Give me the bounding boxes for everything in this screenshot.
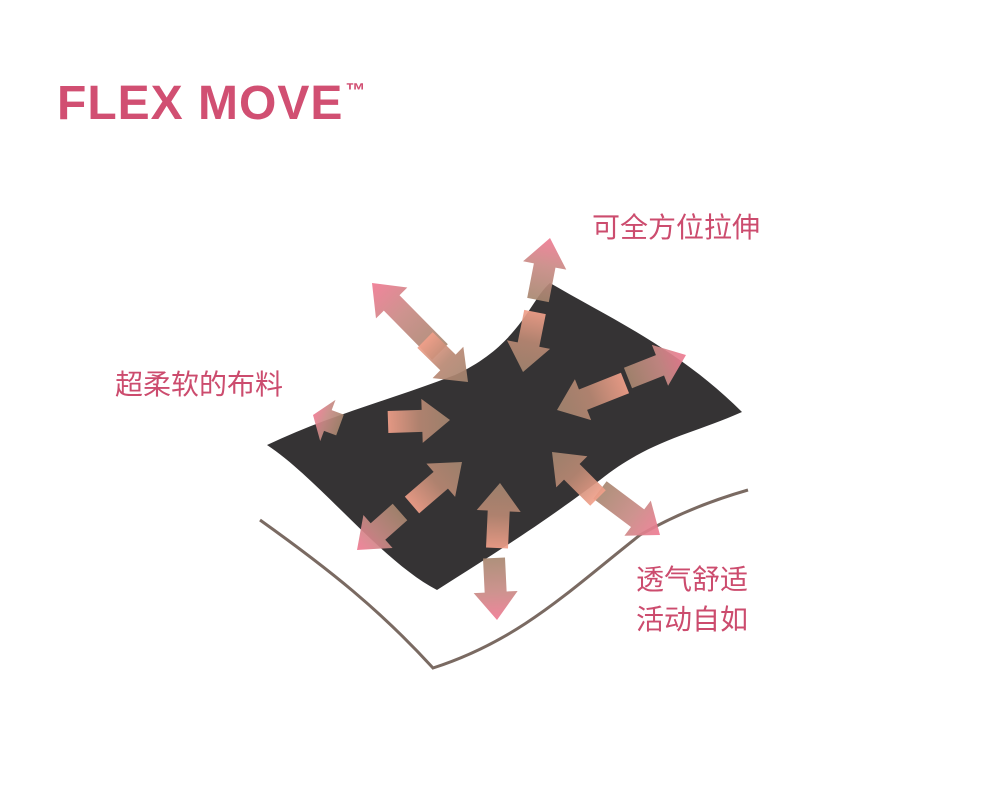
- stretch-arrows: [312, 238, 686, 620]
- label-breathable: 透气舒适 活动自如: [636, 560, 748, 640]
- arrow-out-down-left: [356, 503, 408, 551]
- arrow-out-down: [473, 557, 518, 620]
- base-layer-line: [259, 488, 749, 670]
- arrow-in-from-lower-left: [404, 462, 462, 514]
- arrow-in-from-top: [506, 309, 551, 372]
- arrow-out-right: [623, 344, 686, 389]
- trademark-symbol: ™: [345, 80, 367, 102]
- label-stretch: 可全方位拉伸: [592, 211, 761, 244]
- label-breathable-line2: 活动自如: [636, 603, 749, 636]
- arrow-out-left: [312, 399, 344, 442]
- arrow-in-from-left: [387, 398, 450, 443]
- arrow-in-from-lower-right: [552, 452, 606, 506]
- arrow-out-up: [523, 238, 567, 303]
- arrow-in-from-right: [556, 372, 630, 421]
- arrow-out-down-right: [593, 481, 661, 536]
- brand-name: FLEX MOVE: [57, 77, 344, 130]
- arrow-in-from-bottom: [476, 482, 521, 549]
- label-breathable-line1: 透气舒适: [636, 563, 749, 596]
- arrow-in-from-upper-left: [417, 332, 468, 382]
- label-soft-fabric: 超柔软的布料: [115, 368, 284, 401]
